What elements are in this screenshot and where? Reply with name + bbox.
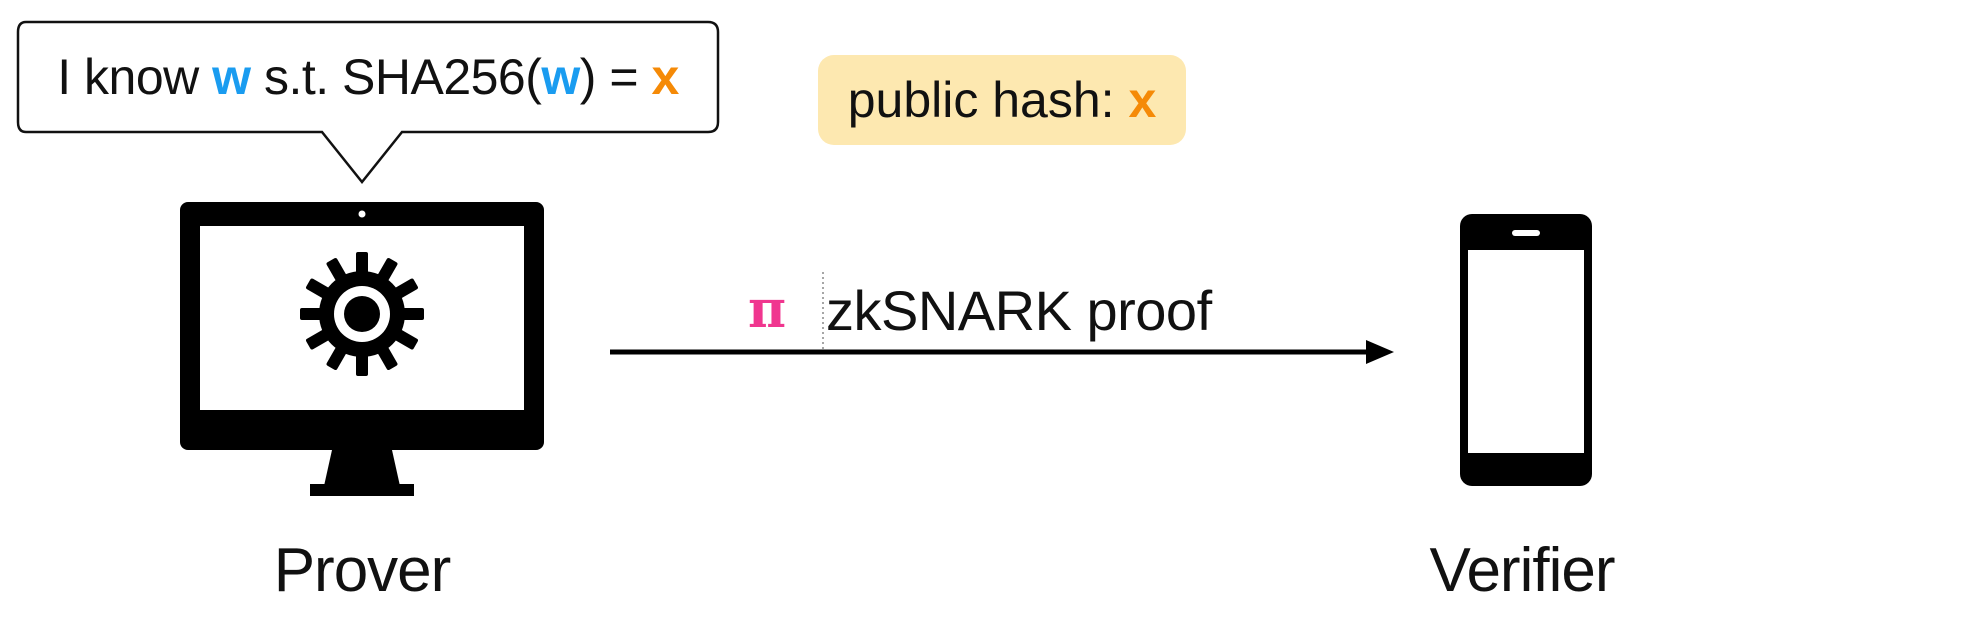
prover-claim-text: I know w s.t. SHA256(w) = x	[18, 22, 718, 132]
public-hash-x: x	[1128, 72, 1157, 128]
gear-tooth	[400, 308, 424, 320]
claim-prefix: I know	[57, 49, 213, 105]
speech-bubble	[16, 20, 720, 185]
arrow-head-icon	[1366, 340, 1394, 364]
gear-icon	[300, 252, 424, 376]
smartphone-icon	[1460, 214, 1592, 486]
gear-tooth	[300, 308, 324, 320]
witness-w-arg: w	[541, 49, 580, 105]
claim-suffix: ) =	[579, 49, 652, 105]
proof-pi-symbol: π	[748, 279, 787, 340]
gear-tooth	[356, 252, 368, 276]
prover-label: Prover	[273, 536, 452, 605]
hash-x: x	[651, 49, 679, 105]
gear-tooth	[356, 352, 368, 376]
witness-w: w	[212, 49, 251, 105]
verifier-label: Verifier	[1429, 536, 1616, 605]
public-hash-label: public hash:	[847, 72, 1129, 128]
claim-middle: s.t. SHA256(	[250, 49, 542, 105]
public-hash-badge: public hash: x	[818, 55, 1186, 145]
proof-label: zkSNARK proof	[826, 279, 1212, 342]
